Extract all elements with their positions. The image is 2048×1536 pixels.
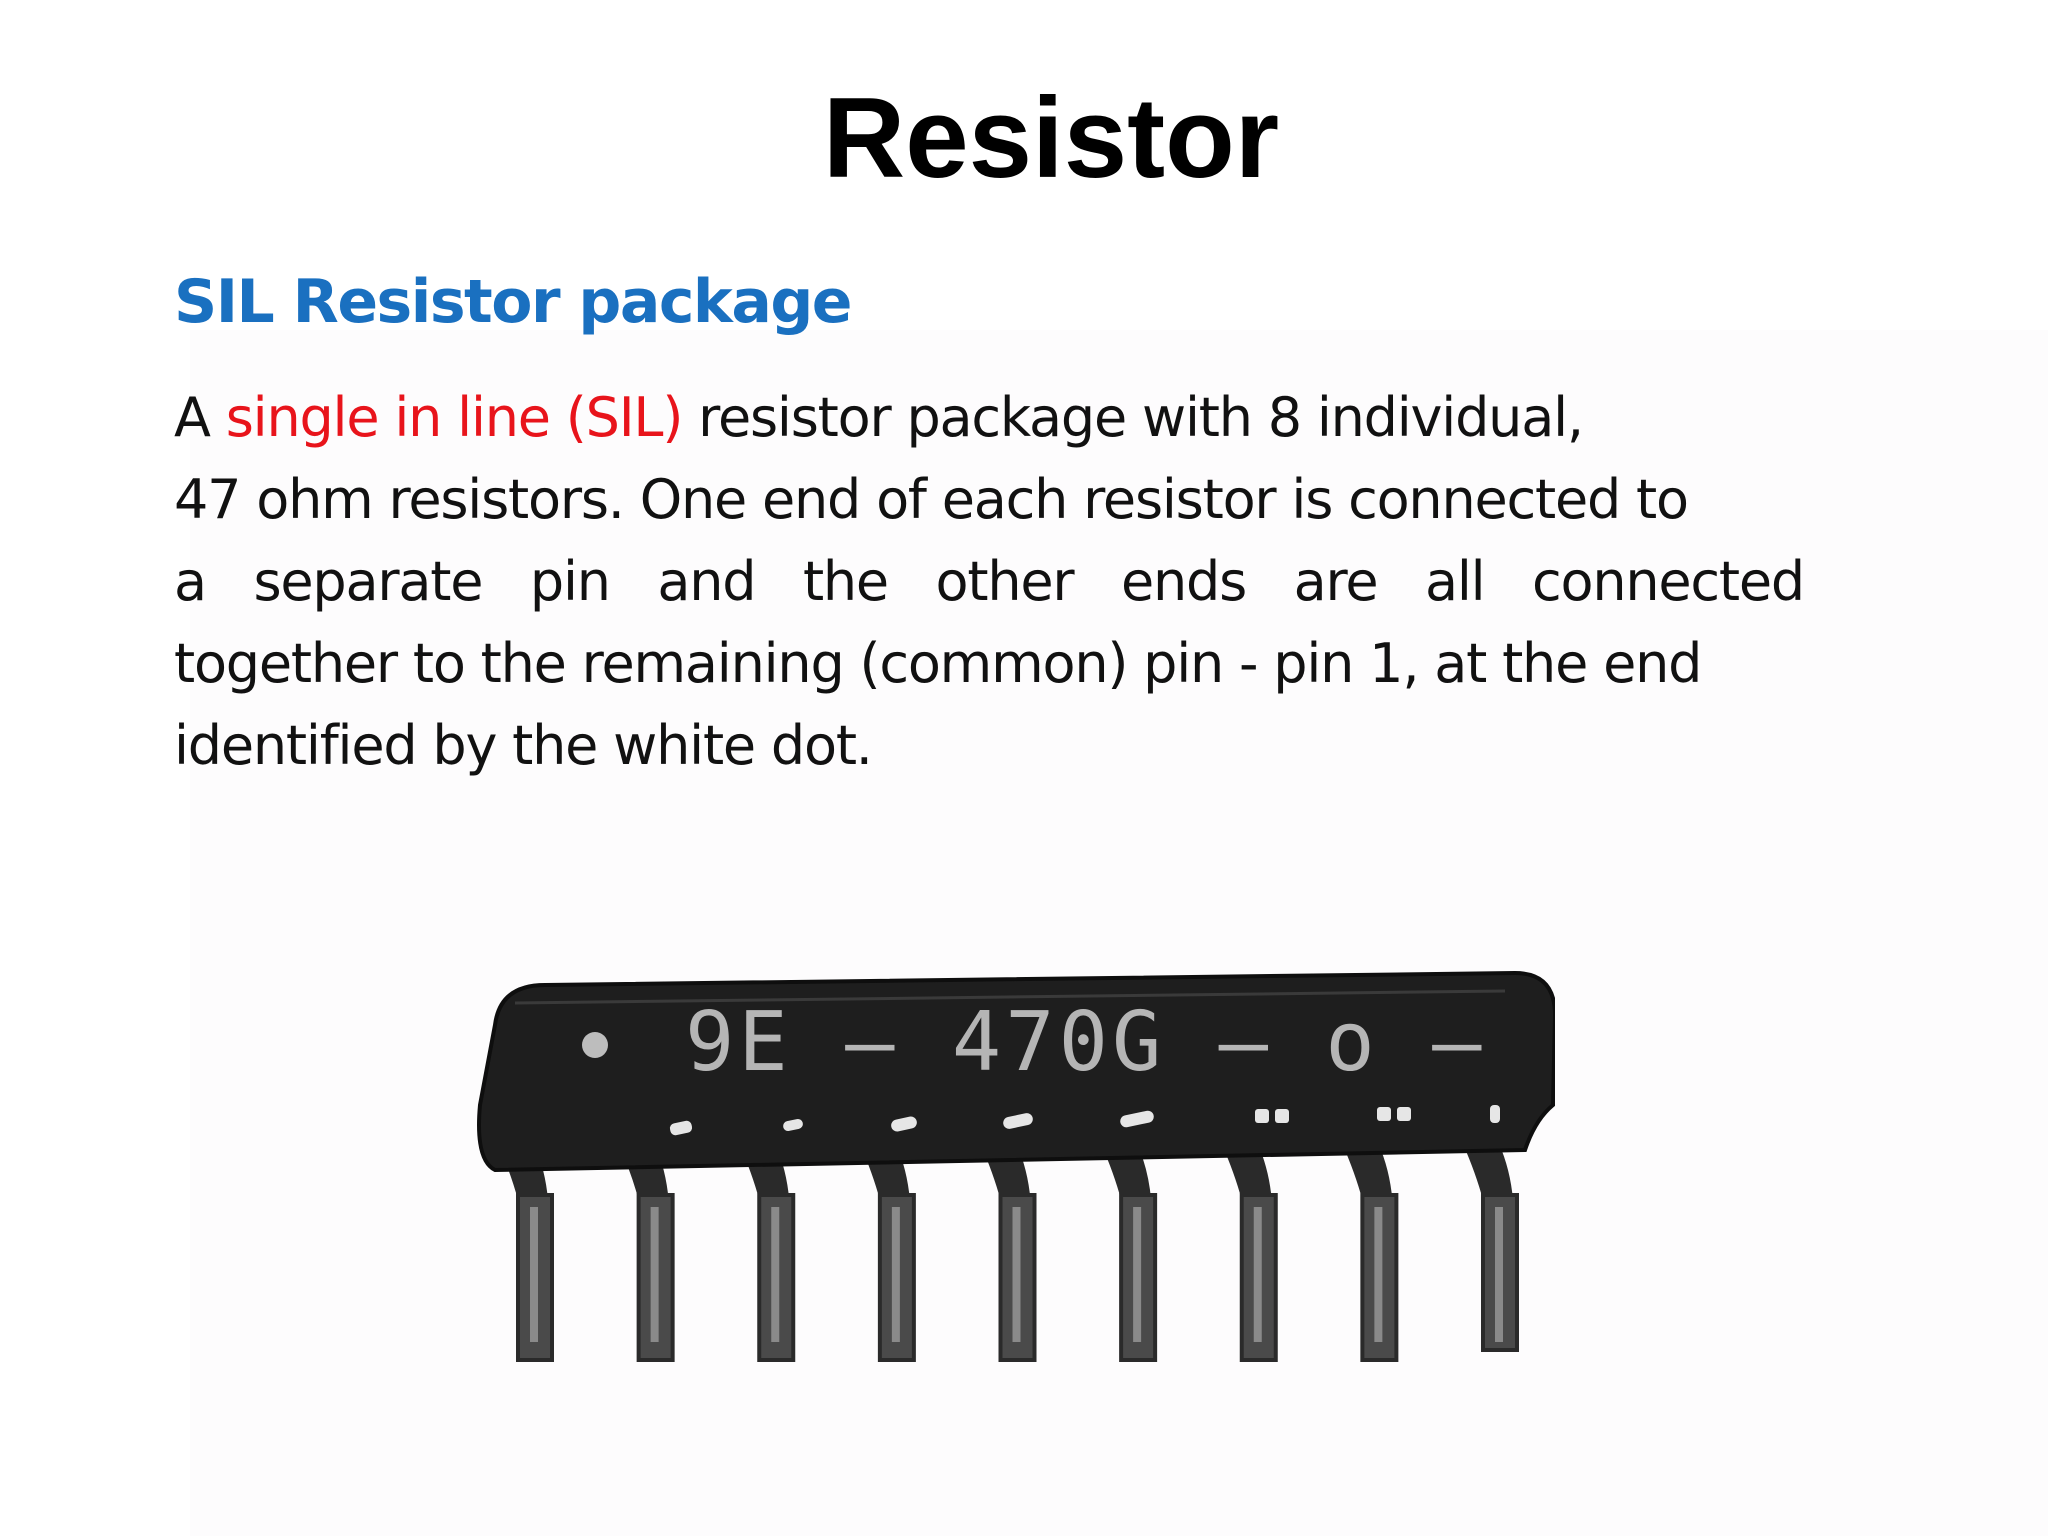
line-1-end: resistor package with 8 individual, [682, 386, 1584, 449]
resistor-pins [494, 1135, 1519, 1362]
highlighted-term: single in line (SIL) [225, 386, 684, 449]
body-highlight [514, 989, 1506, 1005]
pin-highlight [1012, 1207, 1021, 1342]
pin-highlight [650, 1207, 659, 1342]
paragraph-line-4: together to the remaining (common) pin -… [174, 632, 1702, 695]
paragraph-line-3: a separate pin and the other ends are al… [174, 550, 1805, 613]
package-marking: 9E – 470G – o – [685, 995, 1486, 1090]
body-paragraph: A single in line (SIL) resistor package … [174, 377, 1805, 787]
paragraph-line-2: 47 ohm resistors. One end of each resist… [174, 468, 1689, 531]
pin-highlight [1253, 1207, 1262, 1342]
pin-highlight [891, 1207, 900, 1342]
body-marks [669, 1105, 1500, 1136]
pin-highlight [771, 1207, 780, 1342]
paragraph-line-1: A single in line (SIL) resistor package … [174, 377, 1804, 459]
pin-1-white-dot-icon [582, 1032, 608, 1058]
section-subtitle: SIL Resistor package [174, 267, 852, 337]
pin-highlight [1495, 1207, 1503, 1342]
paragraph-line-5: identified by the white dot. [174, 714, 873, 777]
pin-highlight [1133, 1207, 1142, 1342]
sil-resistor-package-image: 9E – 470G – o – [477, 970, 1555, 1362]
line-1-start: A [174, 386, 226, 449]
slide-title: Resistor [822, 75, 1280, 202]
photo-background [190, 330, 2048, 1536]
pin-highlight [530, 1207, 538, 1342]
pin-highlight [1374, 1207, 1383, 1342]
